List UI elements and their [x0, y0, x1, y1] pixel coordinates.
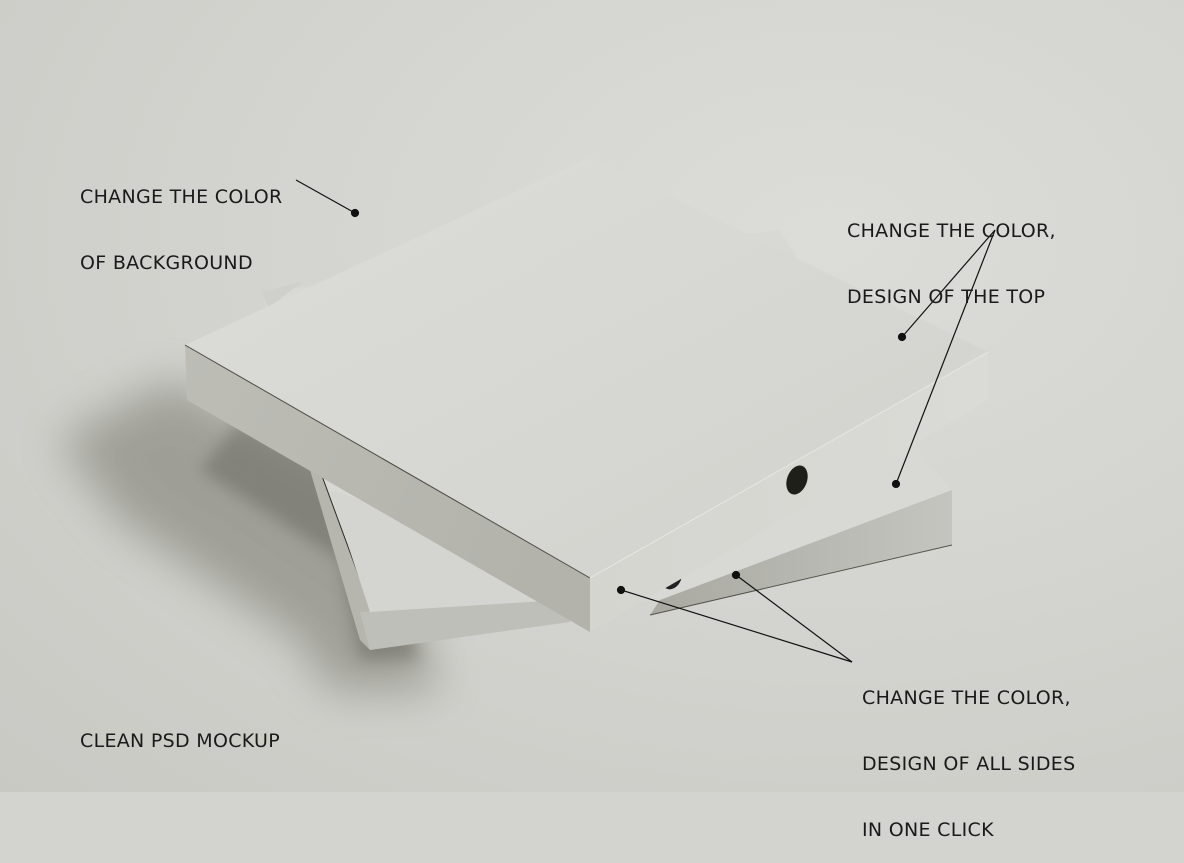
box-mockup-scene	[60, 157, 996, 690]
annotation-sides-line3: IN ONE CLICK	[862, 819, 994, 841]
annotation-background-line2: OF BACKGROUND	[80, 252, 253, 274]
annotation-sides-line1: CHANGE THE COLOR,	[862, 687, 1071, 709]
annotation-top-line1: CHANGE THE COLOR,	[847, 220, 1056, 242]
annotation-sides: CHANGE THE COLOR, DESIGN OF ALL SIDES IN…	[862, 643, 1075, 863]
top-box	[184, 157, 989, 632]
top-box-left-side	[185, 345, 590, 632]
annotation-mockup-line1: CLEAN PSD MOCKUP	[80, 730, 281, 752]
annotation-pointers	[295, 179, 996, 663]
top-box-lid	[185, 157, 988, 578]
thumb-hole	[786, 465, 808, 495]
annotation-top: CHANGE THE COLOR, DESIGN OF THE TOP	[847, 176, 1056, 330]
annotation-top-line2: DESIGN OF THE TOP	[847, 286, 1046, 308]
annotation-background: CHANGE THE COLOR OF BACKGROUND	[80, 142, 283, 296]
annotation-sides-line2: DESIGN OF ALL SIDES	[862, 753, 1076, 775]
annotation-mockup: CLEAN PSD MOCKUP	[80, 686, 280, 774]
annotation-background-line1: CHANGE THE COLOR	[80, 186, 283, 208]
